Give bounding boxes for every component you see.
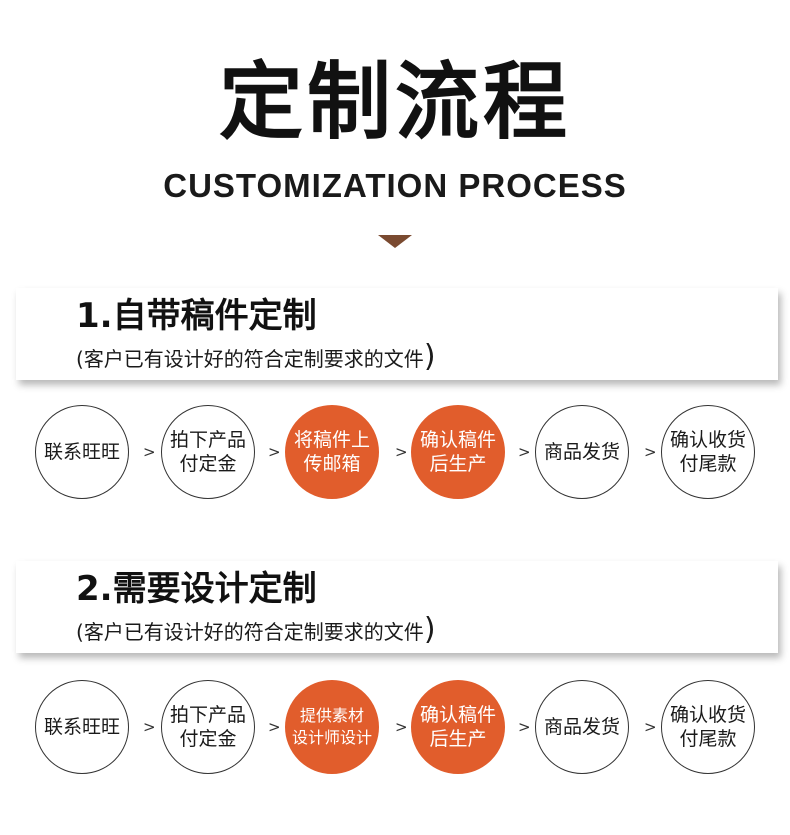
- step-contact: 联系旺旺: [35, 405, 129, 499]
- section-1-heading: 1.自带稿件定制: [76, 296, 317, 336]
- arrow-icon: >: [268, 718, 281, 736]
- step-confirm-receipt: 确认收货 付尾款: [661, 405, 755, 499]
- section-1-banner: 1.自带稿件定制 (客户已有设计好的符合定制要求的文件): [16, 288, 778, 380]
- chevron-down-icon: [378, 235, 412, 248]
- arrow-icon: >: [518, 718, 531, 736]
- step-confirm-receipt: 确认收货 付尾款: [661, 680, 755, 774]
- arrow-icon: >: [644, 718, 657, 736]
- section-2-note-text: 客户已有设计好的符合定制要求的文件: [83, 620, 424, 644]
- arrow-icon: >: [395, 443, 408, 461]
- arrow-icon: >: [143, 718, 156, 736]
- step-confirm-produce: 确认稿件 后生产: [411, 680, 505, 774]
- page-subtitle: CUSTOMIZATION PROCESS: [163, 167, 627, 204]
- arrow-icon: >: [268, 443, 281, 461]
- section-1-note-text: 客户已有设计好的符合定制要求的文件: [83, 347, 424, 371]
- section-2-heading: 2.需要设计定制: [76, 569, 317, 609]
- section-1-note: (客户已有设计好的符合定制要求的文件): [76, 339, 436, 374]
- arrow-icon: >: [143, 443, 156, 461]
- arrow-icon: >: [395, 718, 408, 736]
- step-confirm-produce: 确认稿件 后生产: [411, 405, 505, 499]
- page-title: 定制流程: [218, 53, 571, 151]
- arrow-icon: >: [644, 443, 657, 461]
- step-ship: 商品发货: [535, 405, 629, 499]
- step-order-deposit: 拍下产品 付定金: [161, 405, 255, 499]
- step-upload-artwork: 将稿件上 传邮箱: [285, 405, 379, 499]
- step-order-deposit: 拍下产品 付定金: [161, 680, 255, 774]
- step-provide-materials: 提供素材 设计师设计: [285, 680, 379, 774]
- arrow-icon: >: [518, 443, 531, 461]
- step-contact: 联系旺旺: [35, 680, 129, 774]
- section-2-note: (客户已有设计好的符合定制要求的文件): [76, 612, 436, 647]
- step-ship: 商品发货: [535, 680, 629, 774]
- section-2-banner: 2.需要设计定制 (客户已有设计好的符合定制要求的文件): [16, 561, 778, 653]
